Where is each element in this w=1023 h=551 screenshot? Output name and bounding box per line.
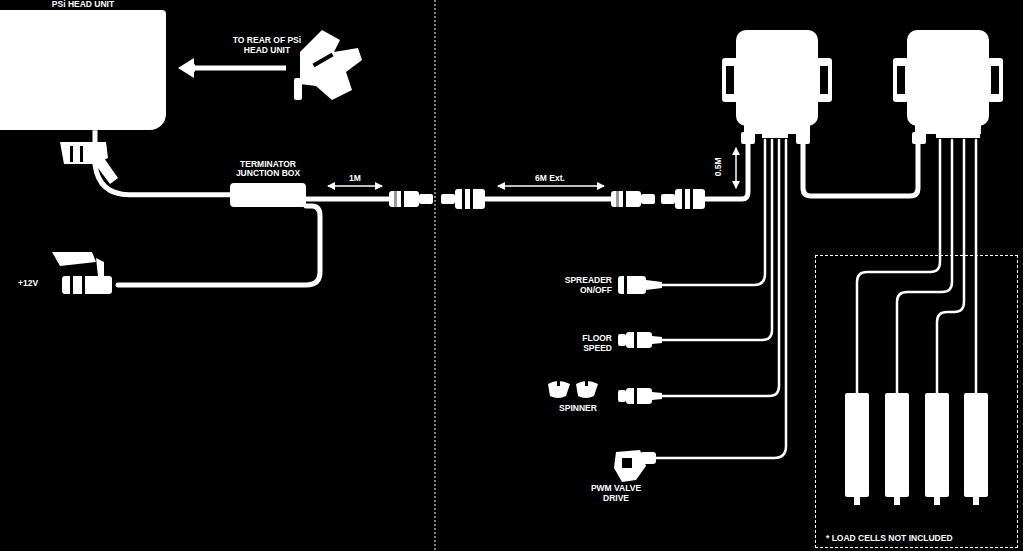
junction-box-body [230, 183, 306, 207]
part-label: TO REAR OF PSi HEAD UNIT [232, 36, 302, 56]
part-label: 6M Ext. [520, 174, 580, 184]
unit-box: TERMINATOR JUNCTION BOX [230, 160, 306, 207]
node-title: * LOAD CELLS NOT INCLUDED [826, 534, 953, 543]
node-title: PSi HEAD UNIT [0, 0, 166, 9]
part-label: 1M [343, 174, 367, 184]
part-label: SPINNER [552, 404, 604, 414]
unit-box: PSi HEAD UNIT [0, 0, 166, 130]
head-unit-body [0, 10, 166, 130]
part-label: PWM VALVE DRIVE [584, 484, 648, 504]
part-label: 0.5M [714, 152, 724, 182]
node-title: TERMINATOR JUNCTION BOX [230, 160, 306, 179]
cable [95, 130, 230, 194]
part-label: SPREADER ON/OFF [548, 276, 612, 296]
part-label: +12V [18, 279, 52, 289]
dashed-region: * LOAD CELLS NOT INCLUDED [815, 255, 1018, 548]
part-label: FLOOR SPEED [560, 334, 612, 354]
